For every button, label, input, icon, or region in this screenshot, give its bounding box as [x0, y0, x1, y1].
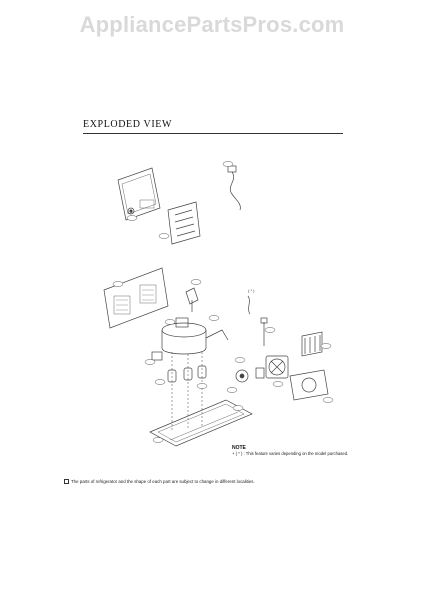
watermark: AppliancePartsPros.com [79, 12, 345, 37]
callout-bubble [112, 281, 124, 287]
callout-bubble [196, 383, 208, 389]
callout-bubble [322, 397, 334, 403]
rubber-grommet [167, 365, 207, 383]
title-rule [83, 133, 343, 134]
callout-bubble [272, 381, 284, 387]
callout-bubble [208, 315, 220, 321]
callout-bubble [222, 161, 234, 167]
base-plate [149, 399, 253, 447]
power-cord [227, 165, 241, 211]
note-box-icon [64, 479, 69, 484]
fan-blade [265, 355, 289, 379]
callout-bubble [264, 327, 276, 333]
callout-bubble [144, 359, 156, 365]
wire-harness [247, 295, 251, 315]
callout-bubble [232, 405, 244, 411]
callout-bubble [320, 343, 332, 349]
callout-bubble [226, 387, 238, 393]
note-title: NOTE [232, 445, 246, 451]
note-text: + ( * ) : This feature varies depending … [232, 451, 349, 456]
callout-bubble [152, 437, 164, 443]
control-panel-board [167, 201, 201, 245]
valve-assembly [185, 287, 199, 312]
compressor [161, 317, 229, 355]
control-box-cover [117, 167, 161, 221]
callout-bubble [190, 279, 202, 285]
asterisk-label: ( * ) [248, 288, 255, 293]
callout-bubble [126, 215, 138, 221]
footnote-text: The parts of refrigerator and the shape … [71, 479, 255, 484]
page-title: EXPLODED VIEW [83, 119, 172, 130]
footnote: The parts of refrigerator and the shape … [64, 479, 255, 484]
rear-cover-panel [103, 267, 169, 329]
callout-bubble [164, 319, 176, 325]
overload-relay [151, 351, 163, 361]
callout-bubble [234, 357, 246, 363]
callout-bubbles [112, 161, 334, 443]
fan-shroud [289, 369, 329, 401]
fan-motor [235, 367, 265, 383]
drain-tube [260, 317, 268, 346]
condenser-coil [301, 331, 323, 357]
callout-bubble [154, 379, 166, 385]
callout-bubble [158, 233, 170, 239]
